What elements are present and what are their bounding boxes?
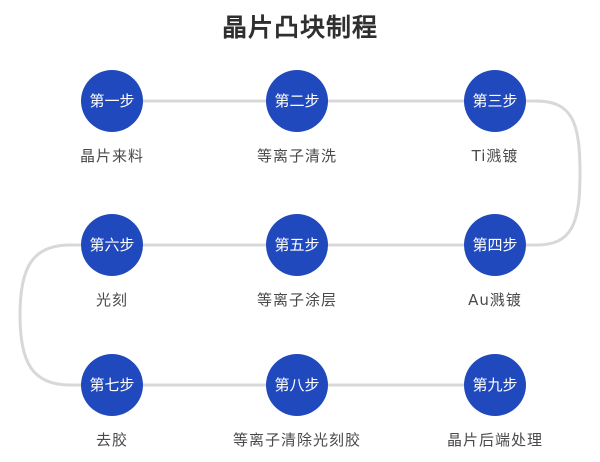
flow-label-step-6: 光刻 bbox=[95, 291, 128, 309]
flow-node-step-6[interactable]: 第六步 bbox=[81, 214, 143, 276]
flow-label-step-4: Au溅镀 bbox=[468, 291, 522, 309]
flow-node-step-1[interactable]: 第一步 bbox=[81, 70, 143, 132]
flow-label-step-9: 晶片后端处理 bbox=[446, 431, 543, 449]
flow-node-step-3[interactable]: 第三步 bbox=[464, 70, 526, 132]
flow-node-step-9[interactable]: 第九步 bbox=[464, 354, 526, 416]
connector-step3-step4 bbox=[520, 99, 582, 247]
flow-node-step-5[interactable]: 第五步 bbox=[266, 214, 328, 276]
flow-label-step-5: 等离子涂层 bbox=[256, 291, 337, 309]
flow-node-step-2[interactable]: 第二步 bbox=[266, 70, 328, 132]
flow-label-step-7: 去胶 bbox=[95, 431, 128, 449]
flow-node-step-2-text: 第二步 bbox=[274, 91, 320, 110]
flow-node-step-7-text: 第七步 bbox=[89, 375, 135, 394]
flow-node-step-9-text: 第九步 bbox=[472, 375, 518, 394]
flow-label-step-3: Ti溅镀 bbox=[471, 147, 519, 165]
flow-node-step-1-text: 第一步 bbox=[89, 91, 135, 110]
flow-node-step-3-text: 第三步 bbox=[472, 91, 518, 110]
flow-node-step-4-text: 第四步 bbox=[472, 235, 518, 254]
flow-node-step-6-text: 第六步 bbox=[89, 235, 135, 254]
connector-step6-step7 bbox=[18, 243, 86, 387]
flow-node-step-4[interactable]: 第四步 bbox=[464, 214, 526, 276]
flow-label-step-8: 等离子清除光刻胶 bbox=[232, 431, 361, 449]
flow-node-step-7[interactable]: 第七步 bbox=[81, 354, 143, 416]
flow-node-step-5-text: 第五步 bbox=[274, 235, 320, 254]
page-title: 晶片凸块制程 bbox=[221, 13, 378, 42]
flow-label-step-1: 晶片来料 bbox=[79, 147, 144, 165]
flow-node-step-8[interactable]: 第八步 bbox=[266, 354, 328, 416]
flow-label-step-2: 等离子清洗 bbox=[256, 147, 337, 165]
flow-node-step-8-text: 第八步 bbox=[274, 375, 320, 394]
